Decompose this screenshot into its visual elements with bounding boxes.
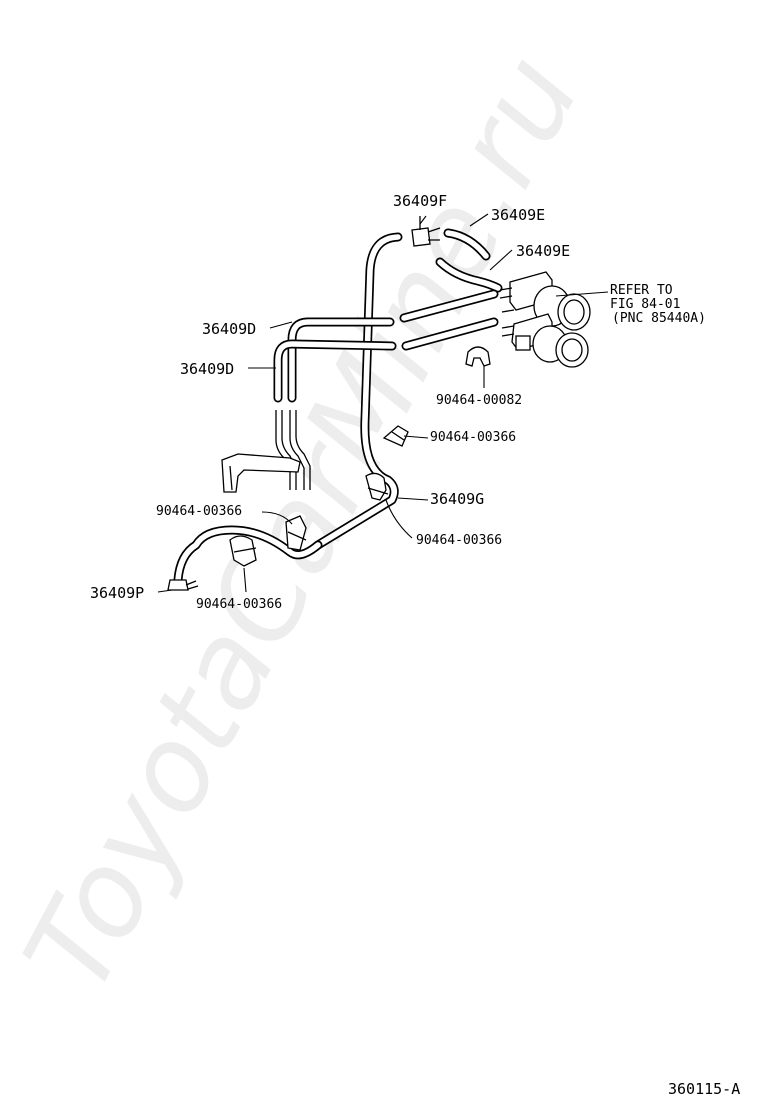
- label-36409d-upper: 36409D: [202, 320, 256, 338]
- refer-note-line1: REFER TO: [610, 283, 673, 298]
- hose-36409d-right-lower[interactable]: [401, 317, 499, 351]
- clamp-90464-00366-b[interactable]: [365, 472, 389, 501]
- clamp-90464-00082[interactable]: [465, 346, 491, 367]
- hose-36409e-upper[interactable]: [443, 228, 491, 261]
- label-36409e-upper: 36409E: [491, 206, 545, 224]
- hose-36409d-lower[interactable]: [273, 339, 397, 403]
- connector-36409p[interactable]: [167, 579, 199, 591]
- label-36409f: 36409F: [393, 192, 447, 210]
- refer-note-line2: FIG 84-01: [610, 297, 680, 312]
- clamp-90464-00366-a[interactable]: [382, 425, 409, 447]
- label-36409g: 36409G: [430, 490, 484, 508]
- bracket: [221, 453, 301, 493]
- label-36409e-lower: 36409E: [516, 242, 570, 260]
- label-90464-00366-a: 90464-00366: [430, 430, 516, 445]
- clamp-90464-00366-c[interactable]: [285, 515, 307, 551]
- label-36409p: 36409P: [90, 584, 144, 602]
- refer-note-line3: (PNC 85440A): [612, 311, 706, 326]
- label-90464-00366-c: 90464-00366: [416, 533, 502, 548]
- connector-36409f[interactable]: [411, 216, 441, 247]
- hose-36409p[interactable]: [173, 525, 323, 585]
- label-90464-00366-d: 90464-00366: [196, 597, 282, 612]
- hose-36409d-right-upper[interactable]: [399, 289, 499, 323]
- leader-lines: [157, 213, 609, 593]
- hose-36409e-lower[interactable]: [435, 257, 503, 293]
- clamp-90464-00366-d[interactable]: [229, 535, 257, 567]
- label-36409d-lower: 36409D: [180, 360, 234, 378]
- hose-main-vertical[interactable]: [313, 232, 403, 550]
- label-90464-00366-b: 90464-00366: [156, 504, 242, 519]
- figure-number: 360115-A: [668, 1080, 740, 1098]
- label-90464-00082: 90464-00082: [436, 393, 522, 408]
- vsv-valve-assembly[interactable]: [499, 271, 591, 368]
